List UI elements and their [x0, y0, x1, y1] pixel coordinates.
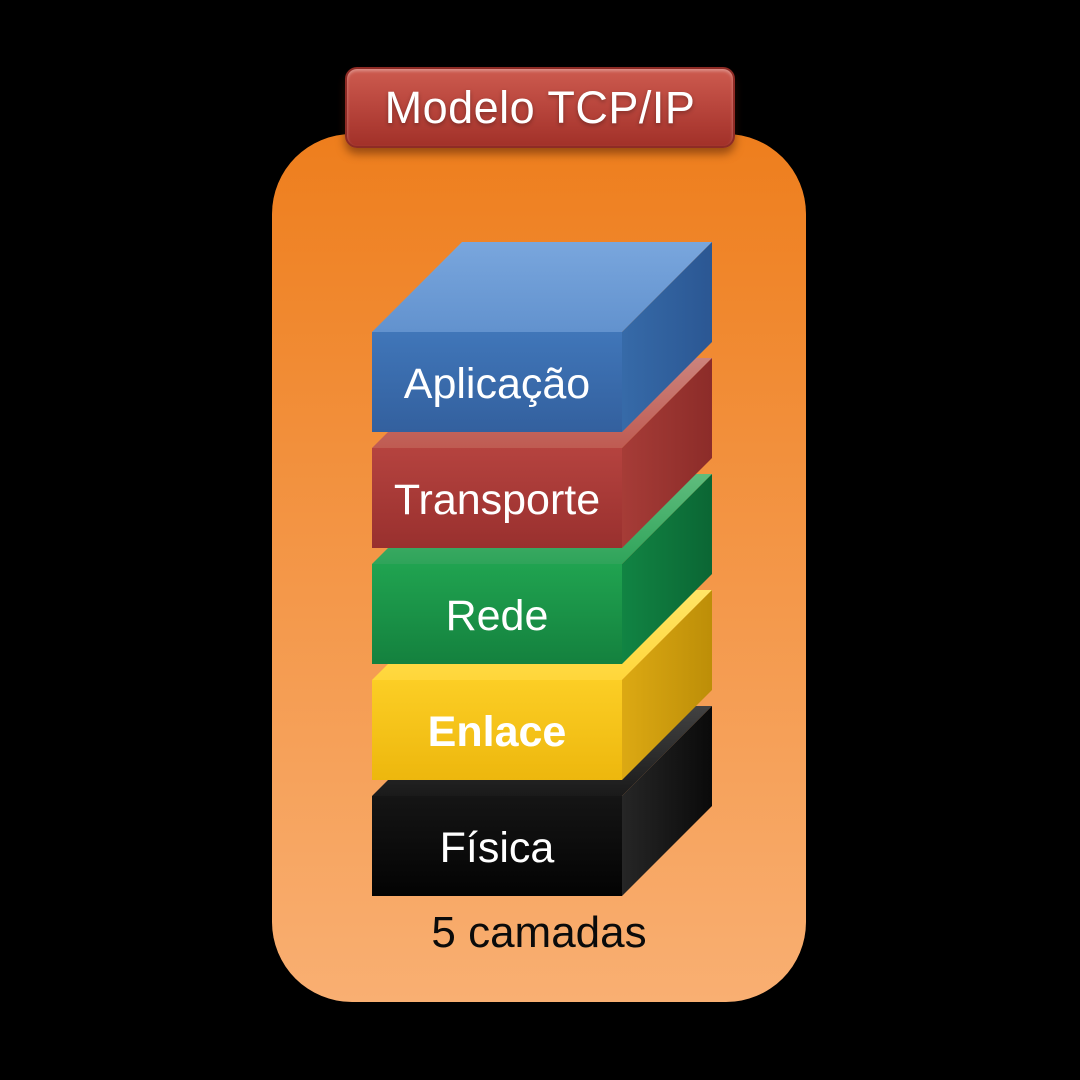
layer-label-rede: Rede — [446, 592, 549, 640]
footer-caption: 5 camadas — [431, 908, 647, 957]
title-banner-label: Modelo TCP/IP — [384, 82, 696, 133]
layer-aplicacao-side-face — [622, 242, 712, 432]
layer-rede-side-face — [622, 474, 712, 664]
layer-label-transporte: Transporte — [394, 476, 600, 524]
layer-rede-front-face — [372, 564, 622, 664]
layer-label-enlace: Enlace — [428, 708, 567, 756]
layer-label-aplicacao: Aplicação — [404, 360, 590, 408]
layer-label-fisica: Física — [440, 824, 555, 872]
layer-aplicacao-top-face — [372, 242, 712, 332]
layer-aplicacao-front-face — [372, 332, 622, 432]
layer-fisica-front-face — [372, 796, 622, 896]
layer-enlace-front-face — [372, 680, 622, 780]
title-banner: Modelo TCP/IP — [345, 67, 735, 148]
layer-fisica-side-face — [622, 706, 712, 896]
layer-enlace-side-face — [622, 590, 712, 780]
layer-transporte-front-face — [372, 448, 622, 548]
layer-aplicacao: Aplicação — [372, 242, 712, 432]
layer-transporte-side-face — [622, 358, 712, 548]
